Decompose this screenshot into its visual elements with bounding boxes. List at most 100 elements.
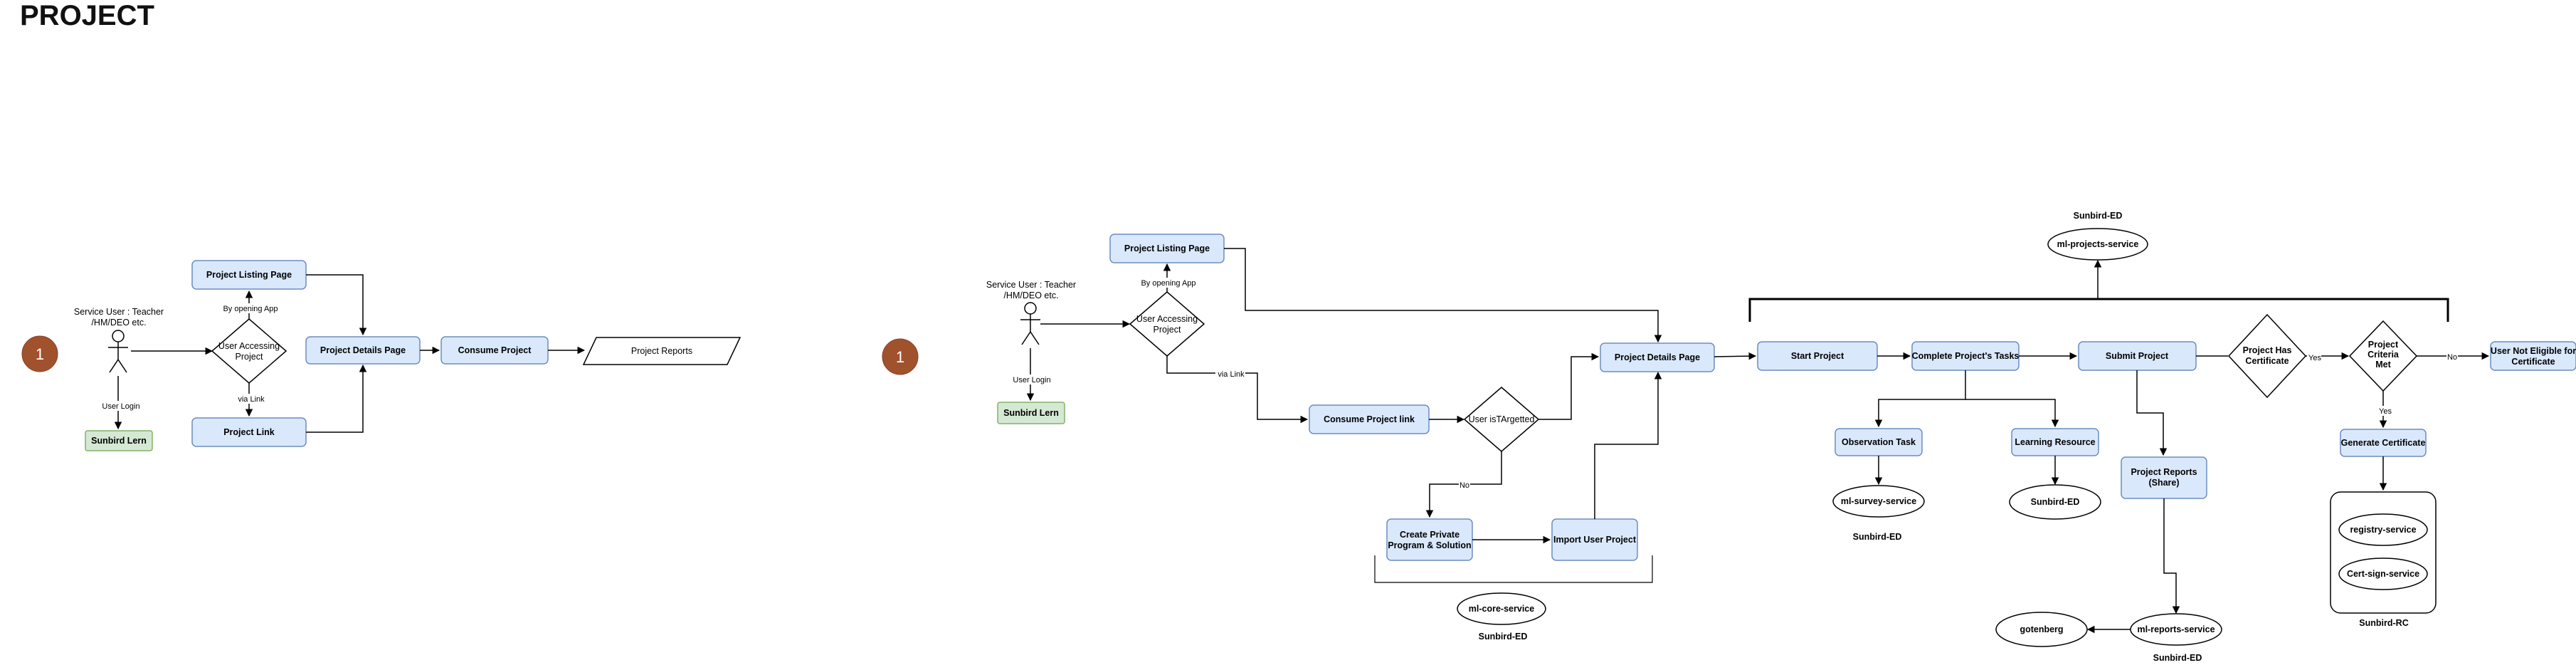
edge-complete-observation [1874,370,1966,428]
via-link-right: via Link [1218,370,1245,379]
project-listing-label-right: Project Listing Page [1124,244,1210,253]
edge-details-start [1714,352,1757,360]
gotenberg-label: gotenberg [2020,624,2063,634]
no-label-targeted: No [1459,481,1469,490]
learning-resource-label: Learning Resource [2015,437,2095,447]
actor-label-left-1: Service User : Teacher [74,307,164,317]
edge-via-link-right [1166,356,1309,424]
project-link-label-left: Project Link [223,427,275,437]
gotenberg-node [1995,612,2088,647]
ml-core-service-label: ml-core-service [1469,604,1534,614]
project-details-label-left: Project Details Page [320,345,406,355]
ml-survey-service-node [1832,485,1925,518]
user-login-label-right: User Login [1013,376,1050,384]
project-details-label-right: Project Details Page [1615,352,1700,362]
start-project-label: Start Project [1791,351,1844,361]
decision-user-accessing-left [211,318,287,384]
project-details-box-right [1600,342,1715,372]
step-number-left: 1 [36,345,44,363]
edge-submit-reports [2136,370,2168,456]
edge-reports-ml-reports [2163,498,2180,614]
sunbird-rc-container [2330,491,2437,614]
decision-text-right-1: User Accessing [1136,314,1198,324]
cert-sign-service-label: Cert-sign-service [2347,569,2419,579]
sunbird-ed-reports-label: Sunbird-ED [2153,653,2202,663]
sunbird-ed-top-label: Sunbird-ED [2074,211,2123,221]
page-title: PROJECT [20,0,154,31]
generate-certificate-label: Generate Certificate [2341,438,2426,448]
project-reports-io-left [582,337,741,365]
create-private-label-2: Program & Solution [1388,540,1471,550]
bracket-core-service [1374,555,1653,583]
via-link-left: via Link [238,395,265,404]
has-certificate-text-1: Project Has [2243,345,2292,355]
decision-text-left-2: Project [236,352,263,362]
actor-label-left-2: /HM/DEO etc. [91,318,146,328]
create-private-box [1386,518,1473,561]
yes-label-hascert: Yes [2308,354,2321,362]
edge-complete-learning [1965,399,2059,428]
sunbird-lern-box-left [85,430,153,451]
user-login-label-left: User Login [102,402,139,411]
sunbird-lern-label-left: Sunbird Lern [91,436,147,446]
project-reports-label-left: Project Reports [631,346,692,356]
sunbird-ed-lr-node [2009,484,2101,520]
sunbird-rc-label: Sunbird-RC [2359,618,2408,628]
not-eligible-label-1: User Not Eligible for [2491,346,2576,356]
step-badge-left [21,335,58,372]
ml-core-service-node [1457,592,1546,625]
sunbird-ed-core-label: Sunbird-ED [1479,632,1528,642]
ml-reports-service-label: ml-reports-service [2137,624,2215,634]
edge-label-bg [111,401,127,411]
consume-project-label-left: Consume Project [458,345,532,355]
by-opening-app-right: By opening App [1141,279,1195,288]
edge-targeted-details [1538,352,1600,420]
edge-listing-details-left [306,274,367,336]
decision-text-right-2: Project [1154,325,1181,335]
decision-text-left-1: User Accessing [218,341,280,351]
create-private-label-1: Create Private [1400,530,1459,540]
not-eligible-label-2: Certificate [2511,357,2555,367]
decision-has-certificate [2227,313,2307,399]
project-listing-label-left: Project Listing Page [206,270,292,280]
cert-sign-service-node [2338,558,2428,590]
consume-project-link-label: Consume Project link [1324,414,1415,424]
sunbird-ed-lr-label: Sunbird-ED [2031,497,2080,507]
step-number-right: 1 [896,348,904,366]
criteria-met-text-2: Criteria [2368,350,2400,360]
edge-link-details-left [306,364,367,433]
project-reports-share-label-2: (Share) [2148,478,2179,488]
edge-import-details [1594,371,1662,519]
actor-label-right-2: /HM/DEO etc. [1003,290,1058,300]
by-opening-app-left: By opening App [223,305,278,313]
criteria-met-text-1: Project [2368,340,2399,350]
sunbird-ed-survey-label: Sunbird-ED [1853,532,1902,542]
no-label-criteria: No [2447,353,2457,362]
complete-tasks-label: Complete Project's Tasks [1912,351,2020,361]
ml-projects-service-node [2047,228,2148,261]
actor-icon-left [108,330,128,373]
left-flow: 1 Service User : Teacher /HM/DEO etc. Us… [21,260,741,451]
actor-icon-right [1020,302,1040,345]
ml-survey-service-label: ml-survey-service [1841,496,1916,506]
criteria-met-text-3: Met [2375,360,2391,370]
observation-task-label: Observation Task [1842,437,1916,447]
not-eligible-box [2490,341,2576,371]
sunbird-lern-label-right: Sunbird Lern [1003,408,1059,418]
edge-listing-details-right [1224,248,1662,343]
decision-user-accessing-right [1129,291,1205,357]
bracket-projects-service [1748,298,2449,322]
step-badge-right [882,338,919,375]
ml-projects-service-label: ml-projects-service [2057,239,2139,249]
submit-project-label: Submit Project [2106,351,2169,361]
project-reports-share-label-1: Project Reports [2131,467,2197,477]
has-certificate-text-2: Certificate [2245,356,2289,366]
right-flow: 1 Service User : Teacher /HM/DEO etc. Us… [882,211,2576,663]
registry-service-node [2338,513,2428,546]
decision-targeted-text: User isTArgetted [1469,414,1535,424]
actor-label-right-1: Service User : Teacher [986,280,1076,290]
registry-service-label: registry-service [2350,525,2416,535]
import-user-project-label: Import User Project [1553,535,1637,545]
yes-label-criteria: Yes [2379,407,2392,416]
